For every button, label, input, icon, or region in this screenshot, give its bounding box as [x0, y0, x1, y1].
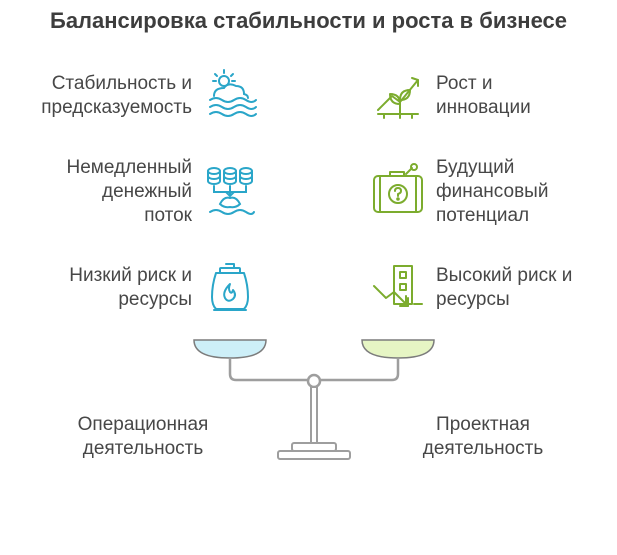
briefcase-question-icon	[370, 162, 426, 218]
right-item-1-label: Рост и инновации	[436, 73, 531, 118]
left-pan	[193, 339, 267, 359]
scale-base-top	[291, 442, 337, 452]
scale-pivot	[306, 373, 322, 389]
bottom-right-label: Проектная деятельность	[422, 414, 544, 459]
lantern-flame-icon	[202, 260, 258, 316]
bottom-left-label: Операционная деятельность	[77, 414, 209, 459]
left-item-2-label: Немедленный денежный поток	[66, 157, 193, 226]
sun-over-water-icon	[202, 66, 258, 122]
right-item-3-label: Высокий риск и ресурсы	[436, 265, 573, 310]
diagram-title: Балансировка стабильности и роста в бизн…	[50, 8, 567, 33]
building-arrow-down-icon	[370, 260, 426, 316]
right-item-2-label: Будущий финансовый потенциал	[436, 157, 549, 226]
scale-post	[310, 386, 318, 444]
right-pan	[361, 339, 435, 359]
left-item-3-label: Низкий риск и ресурсы	[69, 265, 192, 310]
scale-base	[277, 450, 351, 460]
left-item-1-label: Стабильность и предсказуемость	[41, 73, 192, 118]
coins-stack-icon	[202, 162, 258, 218]
growing-plant-icon	[370, 66, 426, 122]
balance-scale	[0, 330, 617, 470]
